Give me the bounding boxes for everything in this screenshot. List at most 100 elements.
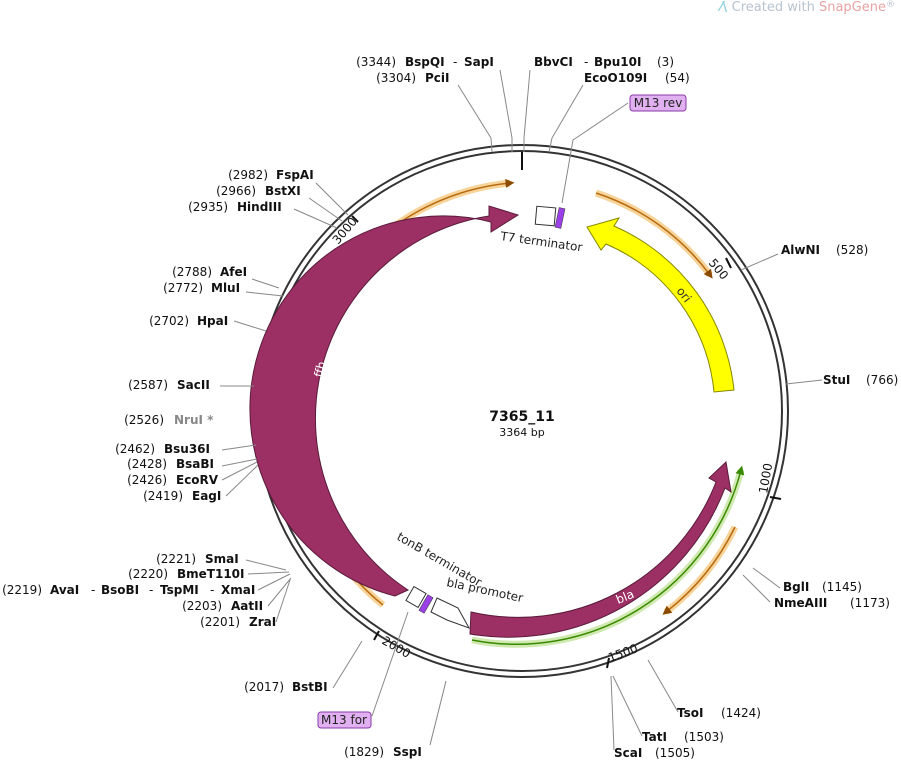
svg-text:BglI: BglI: [783, 580, 809, 594]
svg-text:AatII: AatII: [231, 599, 263, 613]
svg-text:(3): (3): [657, 55, 674, 69]
svg-text:SmaI: SmaI: [205, 552, 239, 566]
snapgene-logo-icon: ⁄\: [720, 0, 732, 15]
svg-text:-: -: [210, 583, 214, 597]
site-tati[interactable]: TatI (1503): [642, 730, 724, 744]
svg-text:(1505): (1505): [655, 746, 695, 760]
svg-text:(528): (528): [836, 243, 868, 257]
snapgene-watermark: ⁄\ Created with SnapGene®: [720, 0, 895, 15]
svg-text:BstXI: BstXI: [265, 184, 301, 198]
site-sspi[interactable]: (1829) SspI: [344, 745, 422, 759]
site-pcii[interactable]: (3304) PciI: [376, 71, 449, 85]
site-bstxi[interactable]: (2966) BstXI: [216, 184, 301, 198]
feature-ffh[interactable]: ffh: [249, 205, 520, 597]
site-tsoi[interactable]: TsoI (1424): [677, 706, 761, 720]
site-bgli[interactable]: BglI (1145): [783, 580, 862, 594]
svg-text:(1145): (1145): [822, 580, 862, 594]
site-bspqi-sapi[interactable]: (3344) BspQI - SapI: [356, 55, 494, 69]
svg-text:(2419): (2419): [143, 489, 183, 503]
svg-text:BstBI: BstBI: [292, 680, 328, 694]
site-ecoo109i[interactable]: EcoO109I (54): [584, 71, 690, 85]
svg-text:(2017): (2017): [244, 680, 284, 694]
svg-text:(1829): (1829): [344, 745, 384, 759]
site-scai[interactable]: ScaI (1505): [614, 746, 695, 760]
site-nmeaiii[interactable]: NmeAIII (1173): [774, 596, 890, 610]
primer-m13-rev[interactable]: M13 rev: [629, 94, 687, 112]
svg-text:SapI: SapI: [464, 55, 494, 69]
plasmid-length: 3364 bp: [499, 426, 544, 439]
site-aatii[interactable]: (2203) AatII: [182, 599, 263, 613]
svg-text:-: -: [584, 55, 588, 69]
site-zrai[interactable]: (2201) ZraI: [200, 615, 276, 629]
svg-text:(1424): (1424): [721, 706, 761, 720]
tick-2000: [373, 630, 380, 641]
svg-text:(2966): (2966): [216, 184, 256, 198]
site-stui[interactable]: StuI (766): [823, 373, 898, 387]
site-leader-lines: [220, 69, 823, 751]
svg-text:BsaBI: BsaBI: [176, 457, 214, 471]
svg-text:-: -: [149, 583, 153, 597]
site-alwni[interactable]: AlwNI (528): [781, 243, 868, 257]
tick-3000: [351, 215, 359, 223]
svg-text:(2587): (2587): [128, 378, 168, 392]
svg-text:(2462): (2462): [115, 442, 155, 456]
svg-text:EcoO109I: EcoO109I: [584, 71, 647, 85]
svg-text:(2201): (2201): [200, 615, 240, 629]
svg-text:XmaI: XmaI: [221, 583, 255, 597]
tick-1000: [769, 496, 782, 500]
site-bsu36i[interactable]: (2462) Bsu36I: [115, 442, 210, 456]
ffh-label: ffh: [311, 360, 329, 379]
site-fspai[interactable]: (2982) FspAI: [228, 168, 314, 182]
svg-text:(766): (766): [866, 373, 898, 387]
svg-text:EcoRV: EcoRV: [176, 473, 219, 487]
bla-promoter-label: bla promoter: [445, 575, 524, 605]
svg-text:NruI *: NruI *: [174, 413, 214, 427]
svg-text:TsoI: TsoI: [677, 706, 703, 720]
site-avai-bsobi-tspmi-xmai[interactable]: (2219) AvaI - BsoBI - TspMI - XmaI: [2, 583, 255, 597]
svg-text:PciI: PciI: [425, 71, 450, 85]
svg-text:(1173): (1173): [850, 596, 890, 610]
site-bsabi[interactable]: (2428) BsaBI: [127, 457, 214, 471]
primer-m13-for[interactable]: M13 for: [317, 711, 372, 729]
site-sacii[interactable]: (2587) SacII: [128, 378, 210, 392]
svg-text:AvaI: AvaI: [50, 583, 79, 597]
tick-500: [725, 257, 732, 269]
svg-text:TatI: TatI: [642, 730, 667, 744]
site-nrui[interactable]: (2526) NruI *: [124, 413, 214, 427]
svg-text:(2221): (2221): [156, 552, 196, 566]
svg-text:(2220): (2220): [128, 567, 168, 581]
site-bmet110i[interactable]: (2220) BmeT110I: [128, 567, 244, 581]
svg-text:FspAI: FspAI: [276, 168, 314, 182]
site-mlui[interactable]: (2772) MluI: [163, 281, 240, 295]
plasmid-name: 7365_11: [489, 409, 554, 425]
svg-text:(2935): (2935): [188, 200, 228, 214]
svg-text:Bsu36I: Bsu36I: [164, 442, 210, 456]
feature-ori[interactable]: ori: [586, 217, 735, 393]
svg-text:M13 for: M13 for: [321, 713, 367, 727]
svg-text:ScaI: ScaI: [614, 746, 642, 760]
site-eagi[interactable]: (2419) EagI: [143, 489, 221, 503]
site-hindiii[interactable]: (2935) HindIII: [188, 200, 282, 214]
site-bbvci-bpu10i[interactable]: BbvCI - Bpu10I (3): [534, 55, 674, 69]
feature-bla[interactable]: bla: [469, 460, 732, 638]
svg-text:BmeT110I: BmeT110I: [177, 567, 245, 581]
tick-label-1500: 1500: [606, 641, 639, 665]
site-ecorv[interactable]: (2426) EcoRV: [127, 473, 219, 487]
svg-text:StuI: StuI: [823, 373, 850, 387]
svg-text:SacII: SacII: [177, 378, 210, 392]
svg-text:(2426): (2426): [127, 473, 167, 487]
svg-text:-: -: [91, 583, 95, 597]
svg-text:(2772): (2772): [163, 281, 203, 295]
svg-text:(2788): (2788): [172, 265, 212, 279]
site-smai[interactable]: (2221) SmaI: [156, 552, 239, 566]
site-afei[interactable]: (2788) AfeI: [172, 265, 247, 279]
svg-text:AfeI: AfeI: [220, 265, 247, 279]
svg-text:MluI: MluI: [211, 281, 240, 295]
site-hpai[interactable]: (2702) HpaI: [149, 314, 228, 328]
svg-text:(54): (54): [665, 71, 690, 85]
tick-1500: [606, 657, 610, 669]
site-bstbi[interactable]: (2017) BstBI: [244, 680, 328, 694]
svg-text:M13 rev: M13 rev: [634, 96, 683, 110]
svg-text:HindIII: HindIII: [237, 200, 282, 214]
